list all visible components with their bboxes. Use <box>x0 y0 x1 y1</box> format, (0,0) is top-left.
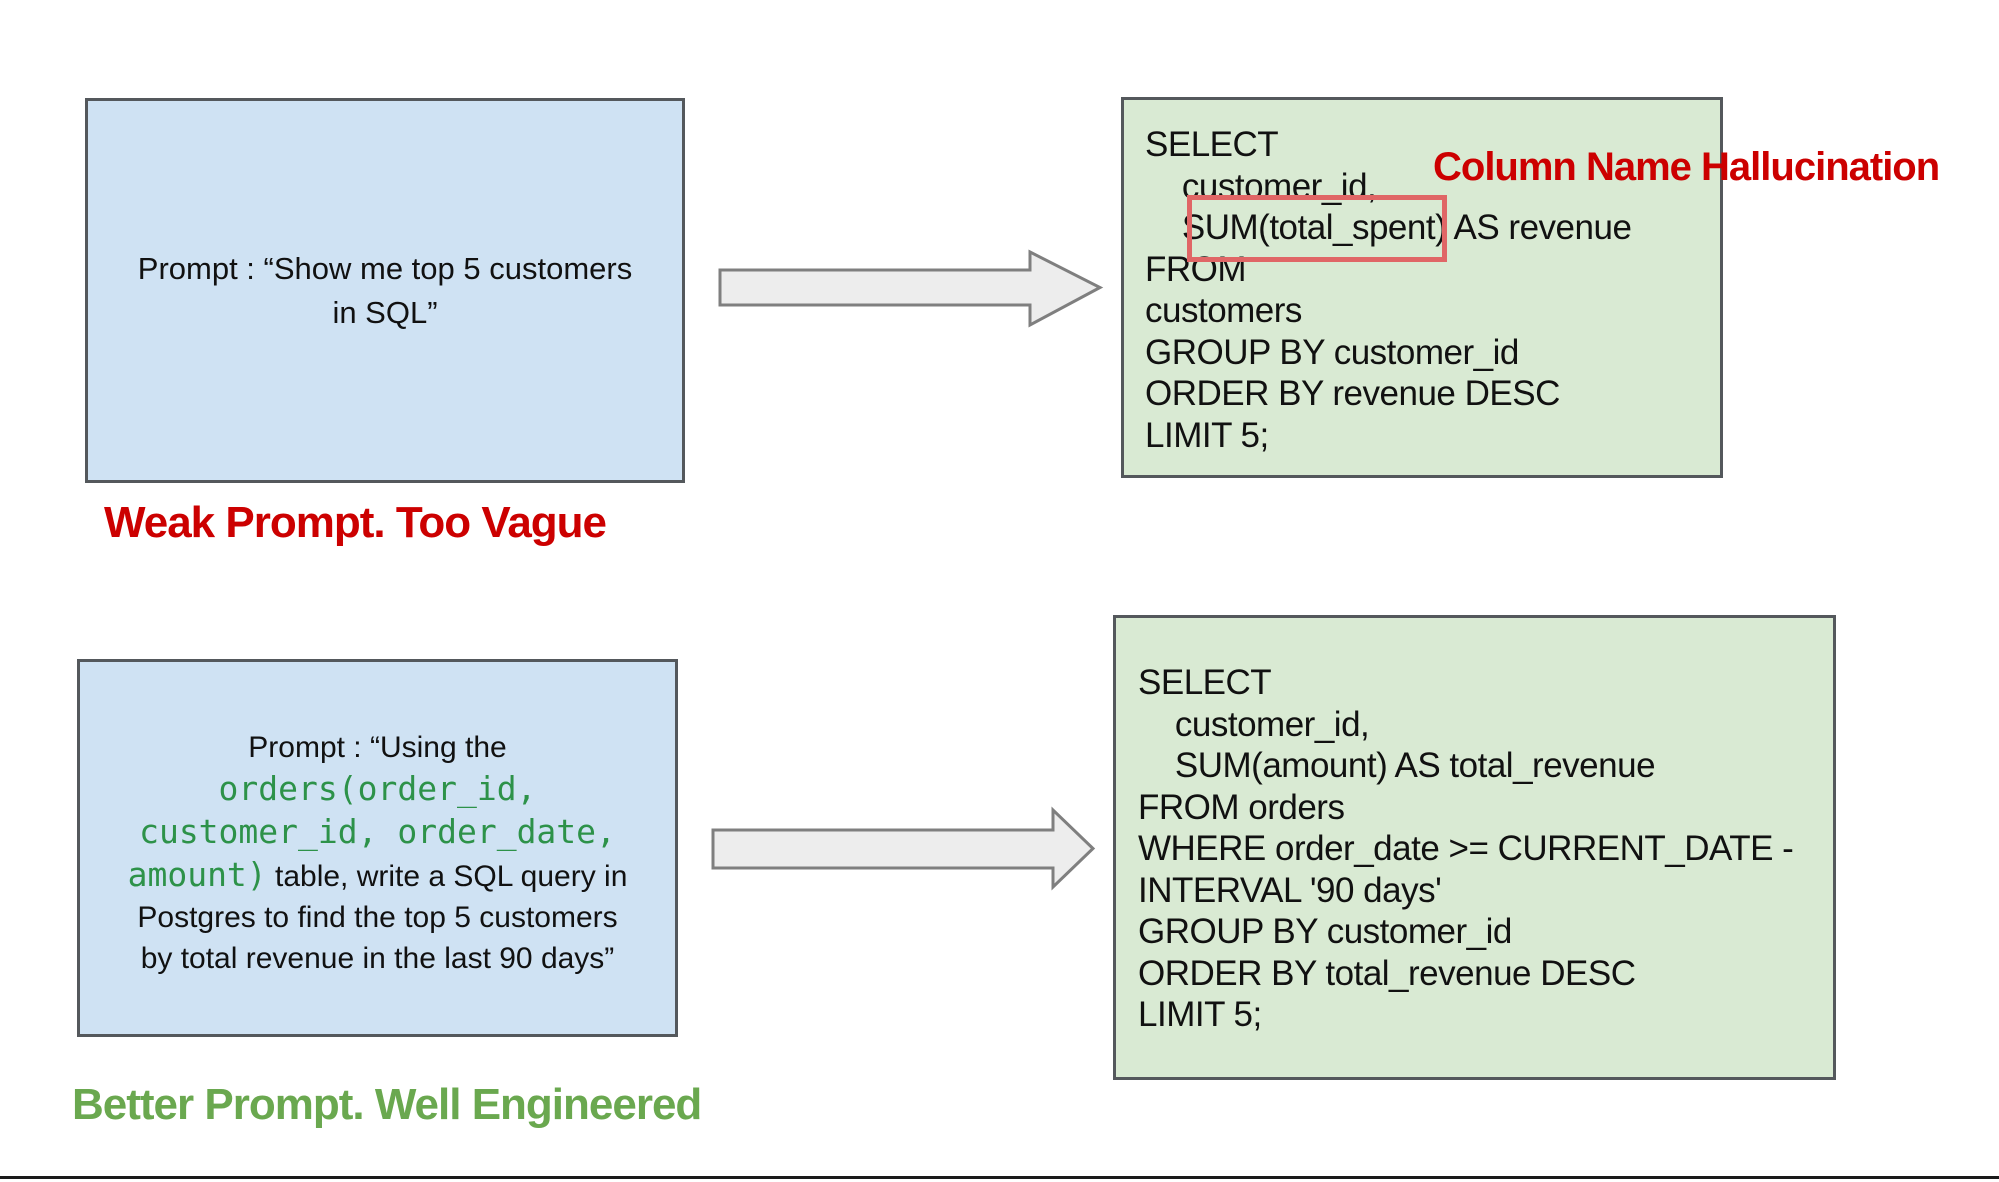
weak-prompt-box: Prompt : “Show me top 5 customers in SQL… <box>85 98 685 483</box>
sql-line: SELECT <box>1145 125 1279 164</box>
better-sql-output-box: SELECT customer_id, SUM(amount) AS total… <box>1113 615 1836 1080</box>
sql-line: SELECT <box>1138 663 1272 702</box>
prompt-text-segment: table, write a SQL query in <box>266 860 628 893</box>
right-arrow-icon <box>711 806 1096 891</box>
better-prompt-line: by total revenue in the last 90 days” <box>141 938 615 979</box>
sql-line: customers <box>1145 291 1302 330</box>
better-prompt-line: Postgres to find the top 5 customers <box>137 897 617 938</box>
prompt-text-segment: Postgres to find the top 5 customers <box>137 901 618 934</box>
weak-prompt-line: Prompt : “Show me top 5 customers <box>137 250 633 286</box>
prompt-code-segment: customer_id, order_date, <box>139 812 616 851</box>
sql-line: LIMIT 5; <box>1138 995 1262 1034</box>
sql-line: ORDER BY revenue DESC <box>1145 374 1560 413</box>
sql-line: GROUP BY customer_id <box>1145 332 1519 372</box>
sql-line: GROUP BY customer_id <box>1138 912 1512 951</box>
right-arrow-icon <box>718 249 1104 328</box>
sql-line: INTERVAL '90 days' <box>1138 870 1442 910</box>
better-prompt-caption: Better Prompt. Well Engineered <box>72 1080 702 1129</box>
sql-line: SUM(amount) AS total_revenue <box>1138 746 1656 785</box>
hallucination-annotation: Column Name Hallucination <box>1433 145 1940 189</box>
weak-prompt-caption: Weak Prompt. Too Vague <box>104 498 607 547</box>
prompt-text-segment: by total revenue in the last 90 days” <box>140 942 615 975</box>
hallucination-highlight-rect <box>1187 195 1447 262</box>
better-prompt-box: Prompt : “Using the orders(order_id, cus… <box>77 659 678 1037</box>
sql-line: FROM <box>1145 249 1247 289</box>
sql-line: WHERE order_date >= CURRENT_DATE - <box>1138 829 1794 868</box>
prompt-text-segment: Prompt : “Using the <box>248 731 507 764</box>
sql-line: FROM orders <box>1138 787 1345 827</box>
sql-line: ORDER BY total_revenue DESC <box>1138 953 1636 993</box>
sql-line: customer_id, <box>1138 704 1370 744</box>
prompt-code-segment: orders(order_id, <box>218 769 537 808</box>
bottom-divider-line <box>0 1176 1999 1179</box>
sql-line: SUM(total_spent) AS revenue <box>1145 208 1632 247</box>
better-prompt-line: customer_id, order_date, <box>139 811 616 854</box>
better-prompt-line: amount) table, write a SQL query in <box>128 854 628 897</box>
weak-sql-output-box: SELECT customer_id, SUM(total_spent) AS … <box>1121 97 1723 478</box>
better-prompt-line: Prompt : “Using the <box>248 727 506 768</box>
prompt-code-segment: amount) <box>127 855 267 894</box>
better-prompt-line: orders(order_id, <box>219 768 537 811</box>
better-sql-code: SELECT customer_id, SUM(amount) AS total… <box>1116 618 1833 1036</box>
weak-prompt-line: in SQL” <box>332 294 438 330</box>
sql-line: LIMIT 5; <box>1145 415 1269 455</box>
